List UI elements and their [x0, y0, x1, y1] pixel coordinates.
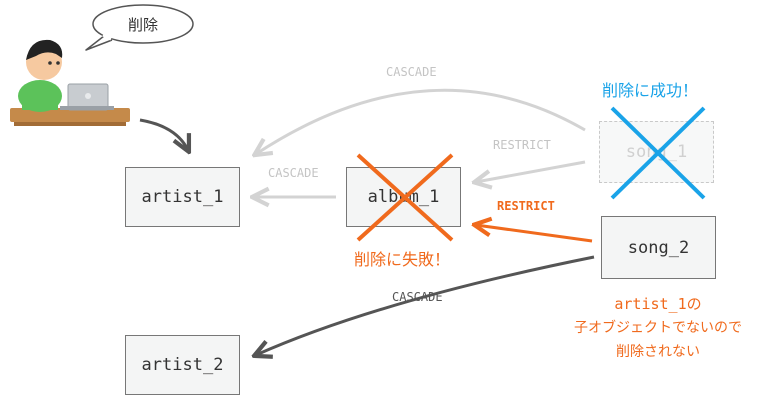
edge-song1-album1-restrict: [476, 160, 586, 182]
delete-failure-label: 削除に失敗！: [354, 250, 451, 269]
speech-bubble-text: 削除: [127, 16, 158, 34]
node-artist-1: artist_1: [125, 167, 240, 227]
note-line-2: 子オブジェクトでないので: [574, 320, 742, 336]
edge-song2-album1-restrict: [476, 225, 593, 243]
edge-song2-artist2-cascade: [256, 255, 595, 355]
label-song1-album1-restrict: RESTRICT: [493, 138, 551, 152]
song2-note: artist_1の 子オブジェクトでないので 削除されない: [560, 292, 756, 364]
node-song-1: song_1: [599, 121, 714, 183]
delete-success-label: 削除に成功！: [602, 81, 699, 100]
node-song-2: song_2: [601, 216, 716, 279]
delete-action-arrow: [139, 118, 188, 150]
edge-song1-artist1-cascade: [256, 88, 586, 154]
node-album-1: album_1: [346, 167, 461, 227]
person-at-laptop-icon: [10, 39, 130, 126]
speech-bubble: [85, 4, 194, 51]
label-album1-artist1-cascade: CASCADE: [268, 166, 319, 180]
note-line-3: 削除されない: [616, 344, 700, 360]
note-line-1: artist_1の: [614, 295, 702, 313]
node-artist-2: artist_2: [125, 335, 240, 395]
label-song2-artist2-cascade: CASCADE: [392, 290, 443, 304]
label-song2-album1-restrict: RESTRICT: [497, 199, 555, 213]
label-song1-artist1-cascade: CASCADE: [386, 65, 437, 79]
